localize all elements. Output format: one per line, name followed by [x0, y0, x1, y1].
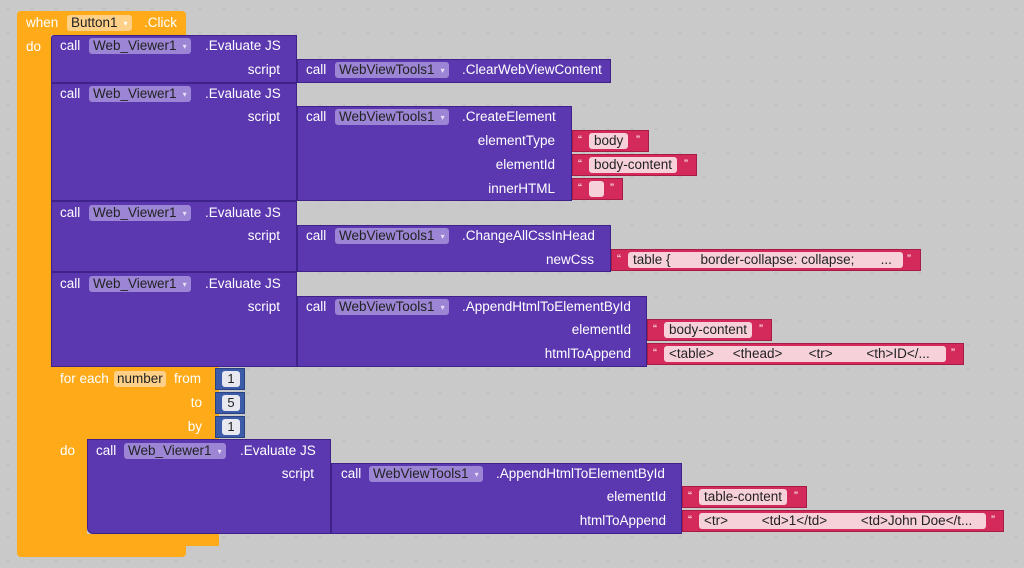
- call-label: call: [341, 466, 362, 481]
- loop-do-label: do: [60, 443, 76, 458]
- quote-close: ”: [907, 252, 911, 266]
- call-label: call: [96, 443, 117, 458]
- call-label: call: [60, 205, 81, 220]
- text-value[interactable]: body: [589, 133, 629, 149]
- number-value[interactable]: 5: [222, 395, 240, 411]
- call-label: call: [60, 276, 81, 291]
- by-label: by: [187, 419, 202, 434]
- from-label: from: [174, 371, 201, 386]
- call-label: call: [306, 109, 327, 124]
- do-label: do: [26, 39, 42, 54]
- clear-webview-content-block[interactable]: [297, 59, 611, 83]
- event-block-left-bar: [17, 35, 51, 549]
- quote-close: ”: [951, 346, 955, 360]
- method-label: .Evaluate JS: [205, 276, 281, 291]
- text-value[interactable]: table-content: [699, 489, 788, 505]
- event-component-dropdown[interactable]: Button1▾: [67, 15, 132, 31]
- quote-open: “: [578, 181, 582, 195]
- quote-close: ”: [610, 181, 614, 195]
- param-label-htmltoappend: htmlToAppend: [579, 513, 666, 528]
- quote-open: “: [578, 133, 582, 147]
- text-value[interactable]: <table> <thead> <tr> <th>ID</...: [664, 346, 946, 362]
- component-dropdown-webviewtools[interactable]: WebViewTools1▾: [335, 109, 449, 125]
- param-label-script: script: [247, 109, 280, 124]
- quote-close: ”: [759, 322, 763, 336]
- number-value[interactable]: 1: [222, 371, 240, 387]
- number-value[interactable]: 1: [222, 419, 240, 435]
- call-label: call: [60, 86, 81, 101]
- for-each-left-bar: [51, 439, 87, 537]
- param-label-innerhtml: innerHTML: [488, 181, 555, 196]
- param-label-newcss: newCss: [545, 252, 594, 267]
- method-label: .Evaluate JS: [240, 443, 316, 458]
- param-label-script: script: [247, 299, 280, 314]
- call-label: call: [306, 62, 327, 77]
- method-label: .Evaluate JS: [205, 205, 281, 220]
- evaluate-js-block-2[interactable]: [51, 83, 297, 201]
- param-label-script: script: [247, 228, 280, 243]
- text-value[interactable]: body-content: [664, 322, 753, 338]
- component-dropdown-web-viewer[interactable]: Web_Viewer1▾: [124, 443, 226, 459]
- method-label: .ClearWebViewContent: [462, 62, 602, 77]
- quote-open: “: [688, 489, 692, 503]
- component-dropdown-webviewtools[interactable]: WebViewTools1▾: [335, 228, 449, 244]
- event-name-label: .Click: [144, 15, 177, 30]
- loop-variable-number[interactable]: number: [114, 371, 166, 387]
- method-label: .ChangeAllCssInHead: [462, 228, 595, 243]
- text-value[interactable]: <tr> <td>1</td> <td>John Doe</t...: [699, 513, 986, 529]
- param-label-elementid: elementId: [571, 322, 631, 337]
- param-label-elementid: elementId: [495, 157, 555, 172]
- for-each-bottom: [51, 534, 219, 546]
- quote-close: ”: [794, 489, 798, 503]
- when-label: when: [26, 15, 59, 30]
- method-label: .Evaluate JS: [205, 86, 281, 101]
- for-each-label: for each: [60, 371, 109, 386]
- param-label-script: script: [247, 62, 280, 77]
- quote-open: “: [688, 513, 692, 527]
- event-block-bottom: [17, 546, 186, 557]
- param-label-elementid: elementId: [606, 489, 666, 504]
- component-dropdown-web-viewer[interactable]: Web_Viewer1▾: [89, 86, 191, 102]
- quote-open: “: [653, 322, 657, 336]
- component-dropdown-web-viewer[interactable]: Web_Viewer1▾: [89, 38, 191, 54]
- component-dropdown-web-viewer[interactable]: Web_Viewer1▾: [89, 276, 191, 292]
- quote-open: “: [617, 252, 621, 266]
- text-value[interactable]: body-content: [589, 157, 678, 173]
- component-dropdown-webviewtools[interactable]: WebViewTools1▾: [369, 466, 483, 482]
- param-label-script: script: [281, 466, 314, 481]
- param-label-htmltoappend: htmlToAppend: [544, 346, 631, 361]
- call-label: call: [60, 38, 81, 53]
- component-dropdown-web-viewer[interactable]: Web_Viewer1▾: [89, 205, 191, 221]
- quote-close: ”: [684, 157, 688, 171]
- component-dropdown-webviewtools[interactable]: WebViewTools1▾: [335, 299, 449, 315]
- method-label: .CreateElement: [462, 109, 556, 124]
- text-value[interactable]: table { border-collapse: collapse; ...: [628, 252, 903, 268]
- quote-open: “: [653, 346, 657, 360]
- method-label: .AppendHtmlToElementById: [462, 299, 631, 314]
- quote-close: ”: [636, 133, 640, 147]
- param-label-elementtype: elementType: [477, 133, 555, 148]
- method-label: .AppendHtmlToElementById: [496, 466, 665, 481]
- method-label: .Evaluate JS: [205, 38, 281, 53]
- component-dropdown-webviewtools[interactable]: WebViewTools1▾: [335, 62, 449, 78]
- text-value[interactable]: [589, 181, 604, 197]
- to-label: to: [190, 395, 202, 410]
- call-label: call: [306, 299, 327, 314]
- call-label: call: [306, 228, 327, 243]
- quote-close: ”: [991, 513, 995, 527]
- quote-open: “: [578, 157, 582, 171]
